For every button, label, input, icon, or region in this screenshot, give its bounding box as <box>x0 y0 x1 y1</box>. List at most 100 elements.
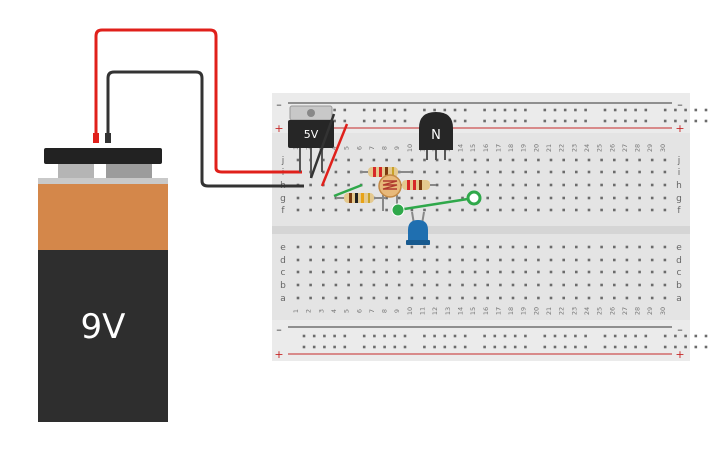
rail-hole[interactable] <box>453 108 457 112</box>
terminal-hole[interactable] <box>549 196 553 200</box>
terminal-hole[interactable] <box>435 245 439 249</box>
terminal-hole[interactable] <box>322 158 325 162</box>
terminal-hole[interactable] <box>511 245 515 249</box>
terminal-hole[interactable] <box>435 196 439 200</box>
rail-hole[interactable] <box>433 108 436 112</box>
terminal-hole[interactable] <box>385 158 388 162</box>
terminal-hole[interactable] <box>309 296 312 300</box>
terminal-hole[interactable] <box>486 283 489 287</box>
rail-hole[interactable] <box>704 108 708 112</box>
rail-hole[interactable] <box>302 345 306 349</box>
red-jumper-rail[interactable] <box>320 123 349 187</box>
rail-hole[interactable] <box>563 334 567 338</box>
terminal-hole[interactable] <box>524 196 527 200</box>
terminal-hole[interactable] <box>372 270 376 274</box>
rail-hole[interactable] <box>483 119 486 123</box>
terminal-hole[interactable] <box>562 158 565 162</box>
rail-hole[interactable] <box>524 108 527 112</box>
rail-hole[interactable] <box>634 108 637 112</box>
terminal-hole[interactable] <box>511 296 515 300</box>
terminal-hole[interactable] <box>359 270 363 274</box>
green-wire-endpoint-right[interactable] <box>466 190 482 206</box>
terminal-hole[interactable] <box>562 283 565 287</box>
terminal-hole[interactable] <box>511 196 515 200</box>
rail-hole[interactable] <box>613 334 617 338</box>
terminal-hole[interactable] <box>511 183 515 187</box>
rail-hole[interactable] <box>343 334 347 338</box>
rail-hole[interactable] <box>613 345 617 349</box>
rail-hole[interactable] <box>333 108 336 112</box>
terminal-hole[interactable] <box>448 196 452 200</box>
terminal-hole[interactable] <box>575 183 578 187</box>
terminal-hole[interactable] <box>562 170 565 174</box>
terminal-hole[interactable] <box>613 296 616 300</box>
terminal-hole[interactable] <box>423 270 426 274</box>
rail-hole[interactable] <box>603 334 607 338</box>
terminal-hole[interactable] <box>524 283 527 287</box>
terminal-hole[interactable] <box>587 183 591 187</box>
black-wire-battery-negative[interactable] <box>106 70 304 188</box>
terminal-hole[interactable] <box>575 158 578 162</box>
terminal-hole[interactable] <box>322 296 325 300</box>
rail-hole[interactable] <box>663 119 667 123</box>
terminal-hole[interactable] <box>461 296 464 300</box>
terminal-hole[interactable] <box>435 270 439 274</box>
terminal-hole[interactable] <box>549 245 553 249</box>
terminal-hole[interactable] <box>397 245 401 249</box>
terminal-hole[interactable] <box>347 258 350 262</box>
terminal-hole[interactable] <box>385 283 388 287</box>
terminal-hole[interactable] <box>309 270 312 274</box>
terminal-hole[interactable] <box>448 296 452 300</box>
terminal-hole[interactable] <box>385 270 388 274</box>
terminal-hole[interactable] <box>473 283 477 287</box>
rail-hole[interactable] <box>513 119 517 123</box>
rail-hole[interactable] <box>634 345 637 349</box>
terminal-hole[interactable] <box>524 270 527 274</box>
terminal-hole[interactable] <box>499 208 502 212</box>
rail-hole[interactable] <box>453 345 457 349</box>
terminal-hole[interactable] <box>385 196 388 200</box>
rail-hole[interactable] <box>423 108 426 112</box>
terminal-hole[interactable] <box>613 283 616 287</box>
terminal-hole[interactable] <box>296 245 300 249</box>
rail-hole[interactable] <box>694 119 698 123</box>
terminal-hole[interactable] <box>587 208 591 212</box>
rail-hole[interactable] <box>333 334 336 338</box>
terminal-hole[interactable] <box>486 258 489 262</box>
rail-hole[interactable] <box>373 119 376 123</box>
terminal-hole[interactable] <box>575 245 578 249</box>
terminal-hole[interactable] <box>587 283 591 287</box>
terminal-hole[interactable] <box>524 170 527 174</box>
terminal-hole[interactable] <box>600 170 603 174</box>
rail-hole[interactable] <box>423 334 426 338</box>
green-jumper-left[interactable] <box>333 183 363 198</box>
terminal-hole[interactable] <box>575 196 578 200</box>
rail-hole[interactable] <box>373 108 376 112</box>
terminal-hole[interactable] <box>448 170 452 174</box>
terminal-hole[interactable] <box>549 283 553 287</box>
rail-hole[interactable] <box>524 334 527 338</box>
terminal-hole[interactable] <box>524 208 527 212</box>
terminal-hole[interactable] <box>613 258 616 262</box>
rail-hole[interactable] <box>684 119 687 123</box>
terminal-hole[interactable] <box>423 283 426 287</box>
terminal-hole[interactable] <box>334 296 338 300</box>
terminal-hole[interactable] <box>638 208 641 212</box>
terminal-hole[interactable] <box>562 196 565 200</box>
terminal-hole[interactable] <box>587 296 591 300</box>
rail-hole[interactable] <box>503 334 507 338</box>
rail-hole[interactable] <box>312 345 316 349</box>
terminal-hole[interactable] <box>650 270 654 274</box>
terminal-hole[interactable] <box>537 208 540 212</box>
terminal-hole[interactable] <box>537 258 540 262</box>
terminal-hole[interactable] <box>334 170 338 174</box>
terminal-hole[interactable] <box>309 183 312 187</box>
rail-hole[interactable] <box>493 108 497 112</box>
terminal-hole[interactable] <box>461 258 464 262</box>
terminal-hole[interactable] <box>650 183 654 187</box>
rail-hole[interactable] <box>403 345 407 349</box>
terminal-hole[interactable] <box>372 183 376 187</box>
terminal-hole[interactable] <box>625 170 629 174</box>
rail-hole[interactable] <box>483 345 486 349</box>
terminal-hole[interactable] <box>613 170 616 174</box>
